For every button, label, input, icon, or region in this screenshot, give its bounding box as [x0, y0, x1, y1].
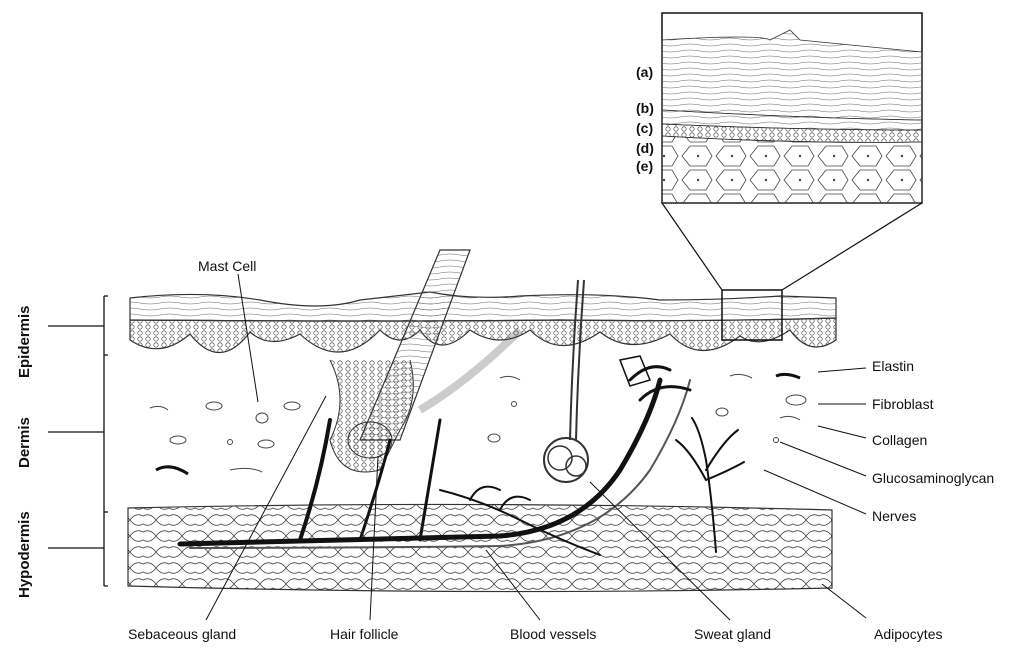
- layer-brackets: [48, 295, 108, 587]
- blood-vessels-label: Blood vessels: [510, 626, 597, 642]
- sebaceous-gland-label: Sebaceous gland: [128, 626, 237, 642]
- adipocytes-label: Adipocytes: [874, 626, 943, 642]
- blood-vessels-drawing: [177, 355, 692, 556]
- fibroblast-label: Fibroblast: [872, 396, 934, 412]
- inset-label-e: (e): [636, 158, 654, 174]
- inset-label-d: (d): [636, 140, 654, 156]
- mast-cell-label: Mast Cell: [198, 258, 257, 274]
- elastin-label: Elastin: [872, 358, 915, 374]
- nerves-drawing: [675, 417, 745, 553]
- inset-magnified-epidermis: [661, 12, 923, 341]
- hypodermis-label: Hypodermis: [16, 511, 33, 598]
- glucosaminoglycan-label: Glucosaminoglycan: [872, 470, 995, 486]
- epidermis-layer: [129, 291, 837, 473]
- epidermis-label: Epidermis: [16, 305, 33, 378]
- hair-follicle-label: Hair follicle: [330, 626, 399, 642]
- sweat-gland-label: Sweat gland: [694, 626, 772, 642]
- collagen-label: Collagen: [872, 432, 928, 448]
- inset-label-a: (a): [636, 64, 654, 80]
- nerves-label: Nerves: [872, 508, 917, 524]
- sweat-gland-drawing: [543, 279, 589, 483]
- inset-label-c: (c): [636, 120, 654, 136]
- inset-label-b: (b): [636, 100, 654, 116]
- leader-lines: [205, 273, 867, 621]
- hair-follicle-drawing: [347, 249, 523, 459]
- dermis-label: Dermis: [16, 417, 33, 468]
- dermis-cells: [149, 372, 807, 476]
